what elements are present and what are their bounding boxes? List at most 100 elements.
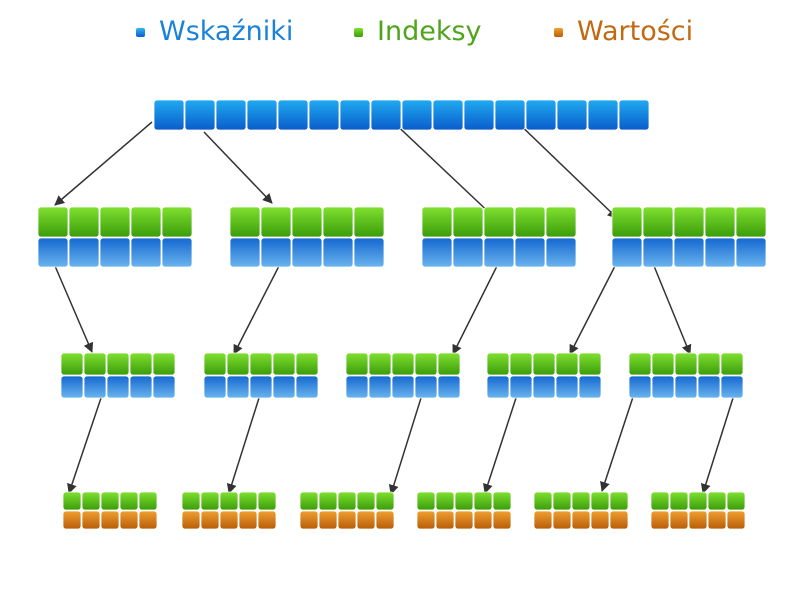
cell xyxy=(514,237,546,268)
cell xyxy=(353,206,385,238)
level2-index-row xyxy=(203,352,319,376)
cell xyxy=(299,510,319,530)
leaf-value-row xyxy=(650,510,746,530)
cell xyxy=(628,352,652,376)
arrow xyxy=(653,265,692,355)
cell xyxy=(473,491,493,511)
leaf-index-row xyxy=(299,491,395,511)
arrow xyxy=(512,117,618,219)
cell xyxy=(200,491,220,511)
cell xyxy=(552,510,572,530)
cell xyxy=(454,491,474,511)
cell xyxy=(368,352,392,376)
cell xyxy=(463,99,495,131)
leaf-index-row xyxy=(650,491,746,511)
leaf-value-row xyxy=(533,510,629,530)
leaf-value-row xyxy=(62,510,158,530)
cell xyxy=(203,375,227,399)
cell xyxy=(272,352,296,376)
legend-item-pointers: Wskaźniki xyxy=(136,14,293,50)
cell xyxy=(587,99,619,131)
cell xyxy=(246,99,278,131)
cell xyxy=(688,491,708,511)
cell xyxy=(437,352,461,376)
cell xyxy=(486,375,510,399)
arrow xyxy=(203,131,273,204)
cell xyxy=(62,491,82,511)
cell xyxy=(651,352,675,376)
cell xyxy=(555,352,579,376)
cell xyxy=(556,99,588,131)
cell xyxy=(571,510,591,530)
cell xyxy=(60,352,84,376)
cell xyxy=(161,206,193,238)
cell xyxy=(130,237,162,268)
cell xyxy=(673,237,705,268)
cell xyxy=(674,352,698,376)
cell xyxy=(545,206,577,238)
cell xyxy=(138,510,158,530)
cell xyxy=(416,491,436,511)
cell xyxy=(414,375,438,399)
level1-index-row xyxy=(229,206,385,238)
cell xyxy=(37,237,69,268)
cell xyxy=(68,237,100,268)
cell xyxy=(578,375,602,399)
cell xyxy=(106,352,130,376)
level1-pointer-row xyxy=(421,237,577,268)
cell xyxy=(720,375,744,399)
cell xyxy=(674,375,698,399)
cell xyxy=(533,510,553,530)
cell xyxy=(68,206,100,238)
cell xyxy=(277,99,309,131)
leaf-index-row xyxy=(533,491,629,511)
cell xyxy=(532,375,556,399)
cell xyxy=(473,510,493,530)
cell xyxy=(83,375,107,399)
cell xyxy=(100,491,120,511)
cell xyxy=(720,352,744,376)
cell xyxy=(525,99,557,131)
level2-index-row xyxy=(60,352,176,376)
cell xyxy=(229,237,261,268)
cell xyxy=(62,510,82,530)
cell xyxy=(83,352,107,376)
legend-item-indexes: Indeksy xyxy=(354,14,482,50)
cell xyxy=(421,206,453,238)
cell xyxy=(81,510,101,530)
level2-pointer-row xyxy=(203,375,319,399)
cell xyxy=(322,237,354,268)
cell xyxy=(138,491,158,511)
cell xyxy=(181,491,201,511)
arrow xyxy=(67,397,102,494)
cell xyxy=(391,375,415,399)
arrow xyxy=(388,117,496,219)
arrow xyxy=(388,397,422,495)
cell xyxy=(60,375,84,399)
cell xyxy=(726,510,746,530)
cell xyxy=(100,510,120,530)
cell xyxy=(421,237,453,268)
level2-index-row xyxy=(628,352,744,376)
cell xyxy=(552,491,572,511)
cell xyxy=(291,206,323,238)
cells-layer xyxy=(37,99,767,530)
level1-pointer-row xyxy=(37,237,193,268)
cell xyxy=(492,510,512,530)
cell xyxy=(452,237,484,268)
cell xyxy=(337,491,357,511)
cell xyxy=(249,375,273,399)
cell xyxy=(704,237,736,268)
cell xyxy=(181,510,201,530)
level1-index-row xyxy=(611,206,767,238)
level2-pointer-row xyxy=(628,375,744,399)
cell xyxy=(249,352,273,376)
cell xyxy=(735,206,767,238)
cell xyxy=(555,375,579,399)
cell xyxy=(152,352,176,376)
cell xyxy=(514,206,546,238)
cell xyxy=(215,99,247,131)
legend: Wskaźniki Indeksy Wartości xyxy=(0,14,800,54)
arrow xyxy=(569,265,616,355)
